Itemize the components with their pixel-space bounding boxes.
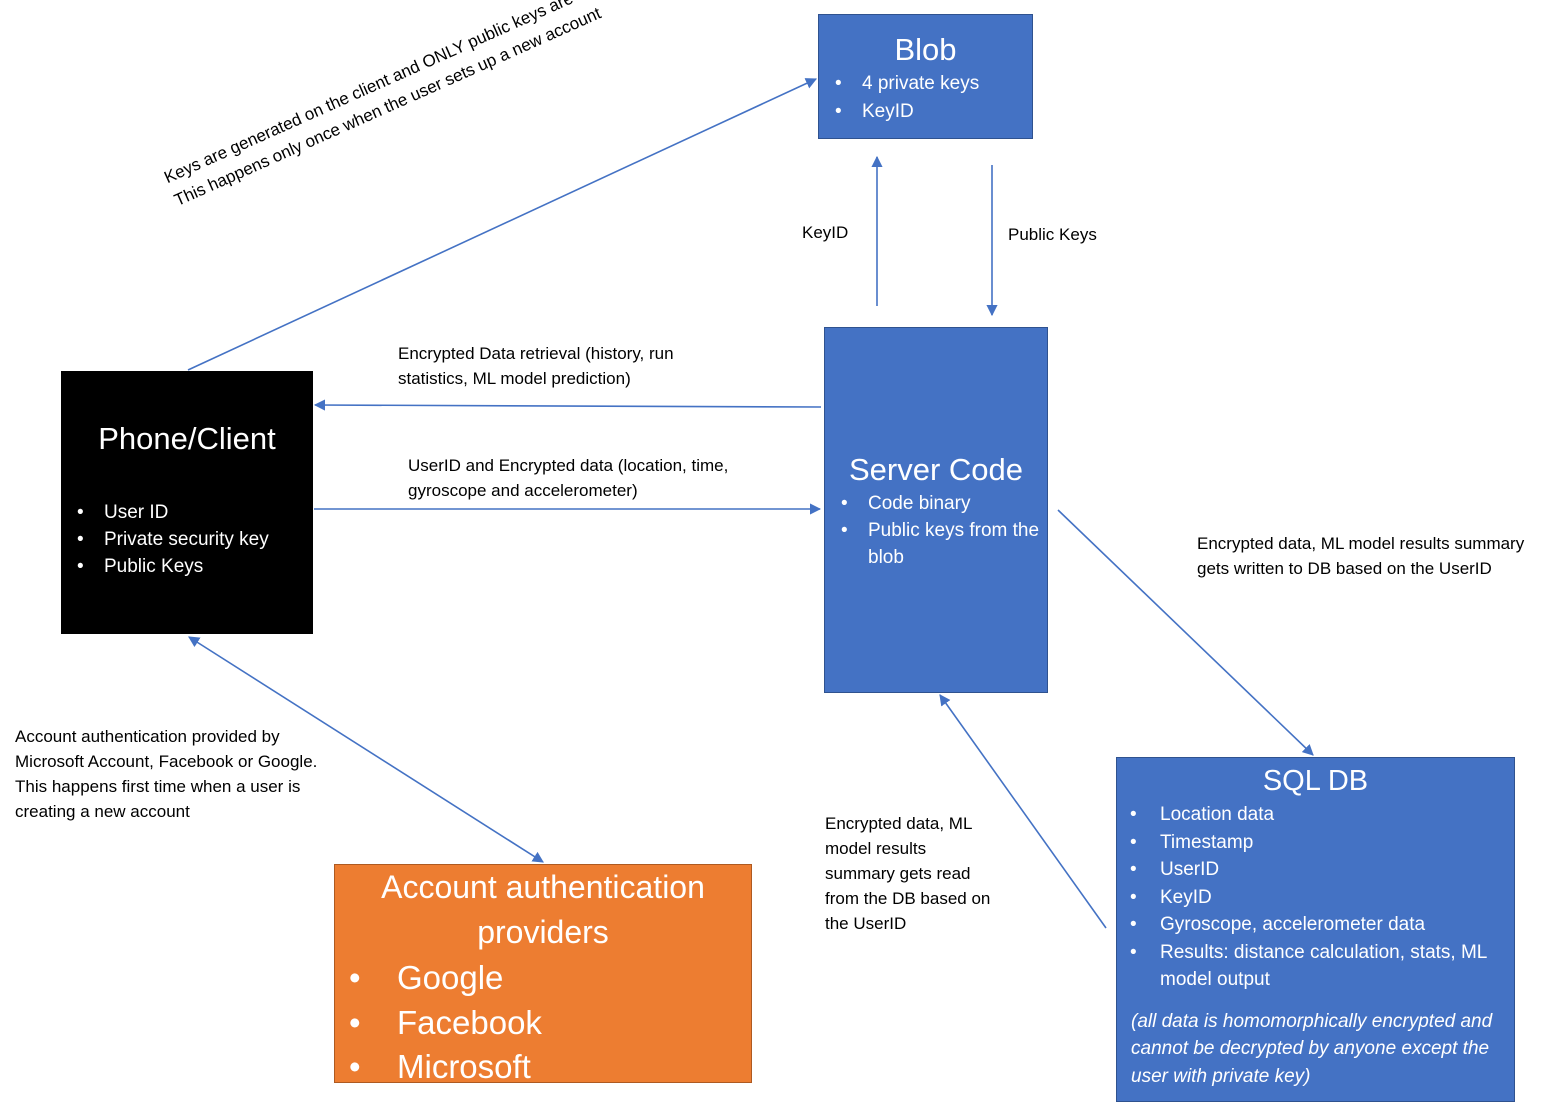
server-list: Code binary Public keys from the blob [825,490,1047,571]
arrow-server-to-phone-retrieval [313,399,822,411]
phone-item: User ID [61,499,313,526]
auth-item: Facebook [335,1001,751,1046]
phone-list: User ID Private security key Public Keys [61,499,313,580]
auth-providers-box: Account authentication providers Google … [334,864,752,1089]
label-keyid: KeyID [802,223,849,242]
blob-title: Blob [894,32,957,67]
sqldb-title: SQL DB [1262,765,1369,797]
server-code-box: Server Code Code binary Public keys from… [824,327,1048,693]
phone-client-box: Phone/Client User ID Private security ke… [61,371,313,634]
blob-box: Blob 4 private keys KeyID [818,14,1033,139]
label-data-retrieval: Encrypted Data retrieval (history, run s… [398,344,674,388]
sqldb-item: Gyroscope, accelerometer data [1117,911,1514,939]
auth-title: Account authentication providers [381,869,705,950]
phone-title: Phone/Client [98,421,276,456]
sql-db-box: SQL DB Location data Timestamp UserID Ke… [1116,757,1515,1102]
server-item: Public keys from the blob [825,517,1047,571]
blob-item: 4 private keys [819,70,1032,98]
label-keys-generated: Keys are generated on the client and ONL… [161,0,684,210]
label-userid-encrypted-data: UserID and Encrypted data (location, tim… [408,456,729,500]
sqldb-item: Location data [1117,801,1514,829]
blob-list: 4 private keys KeyID [819,70,1032,126]
label-account-authentication: Account authentication provided by Micro… [15,727,318,821]
label-db-write: Encrypted data, ML model results summary… [1197,534,1525,578]
sqldb-item: KeyID [1117,884,1514,912]
auth-item: Microsoft [335,1045,751,1090]
sqldb-item: Results: distance calculation, stats, ML… [1117,939,1514,994]
server-title: Server Code [848,452,1024,487]
sqldb-item: Timestamp [1117,829,1514,857]
auth-item: Google [335,956,751,1001]
auth-list: Google Facebook Microsoft [335,956,751,1090]
label-public-keys: Public Keys [1008,225,1097,244]
phone-item: Public Keys [61,553,313,580]
sqldb-encryption-note: (all data is homomorphically encrypted a… [1131,1010,1493,1087]
phone-item: Private security key [61,526,313,553]
server-item: Code binary [825,490,1047,517]
label-db-read: Encrypted data, ML model results summary… [825,814,991,933]
blob-item: KeyID [819,98,1032,126]
sqldb-list: Location data Timestamp UserID KeyID Gyr… [1117,801,1514,994]
sqldb-item: UserID [1117,856,1514,884]
